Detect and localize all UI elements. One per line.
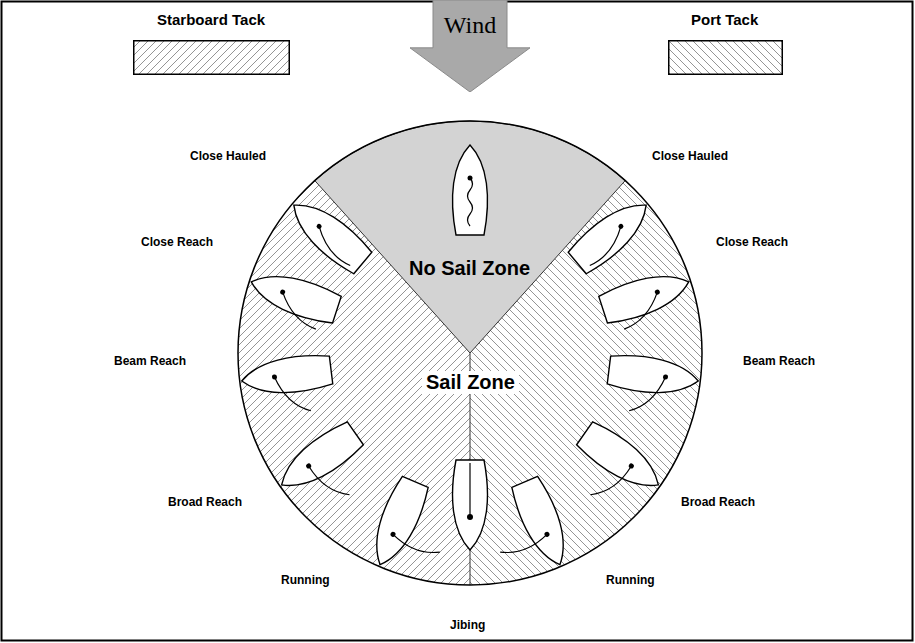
boat (240, 353, 336, 419)
boat (272, 419, 383, 523)
boat (598, 265, 697, 333)
swatch-box (134, 41, 290, 75)
boat (283, 192, 374, 277)
zone-label: No Sail Zone (409, 257, 530, 280)
point-of-sail-label: Beam Reach (114, 355, 186, 369)
point-of-sail-label: Close Reach (716, 236, 788, 250)
boat (604, 353, 700, 419)
swatch-hatch (668, 40, 783, 75)
zone-label: Sail Zone (422, 371, 519, 394)
point-of-sail-label: Close Hauled (190, 150, 266, 164)
legend-text: Port Tack (691, 11, 758, 28)
legend-text: Starboard Tack (157, 11, 265, 28)
swatch-hatch (133, 40, 290, 75)
boat (364, 475, 461, 584)
boat (479, 475, 576, 584)
point-of-sail-label: Close Reach (141, 236, 213, 250)
boat (453, 460, 488, 550)
arrow-label: Wind (408, 12, 532, 38)
point-of-sail-label: Jibing (450, 619, 485, 633)
legend-swatch (668, 40, 783, 75)
point-of-sail-label: Close Hauled (652, 150, 728, 164)
swatch-box (669, 41, 783, 75)
no-sail-sector (315, 121, 625, 353)
wind-arrow: Wind (408, 0, 532, 92)
point-of-sail-label: Running (606, 574, 655, 588)
sail-circle (238, 121, 702, 585)
point-of-sail-label: Beam Reach (743, 355, 815, 369)
point-of-sail-label: Broad Reach (168, 496, 242, 510)
boat (558, 419, 669, 523)
legend-swatch (133, 40, 290, 75)
point-of-sail-label: Running (281, 574, 330, 588)
point-of-sail-label: Broad Reach (681, 496, 755, 510)
boat (453, 145, 488, 235)
boat (566, 192, 657, 277)
boat (244, 265, 343, 333)
